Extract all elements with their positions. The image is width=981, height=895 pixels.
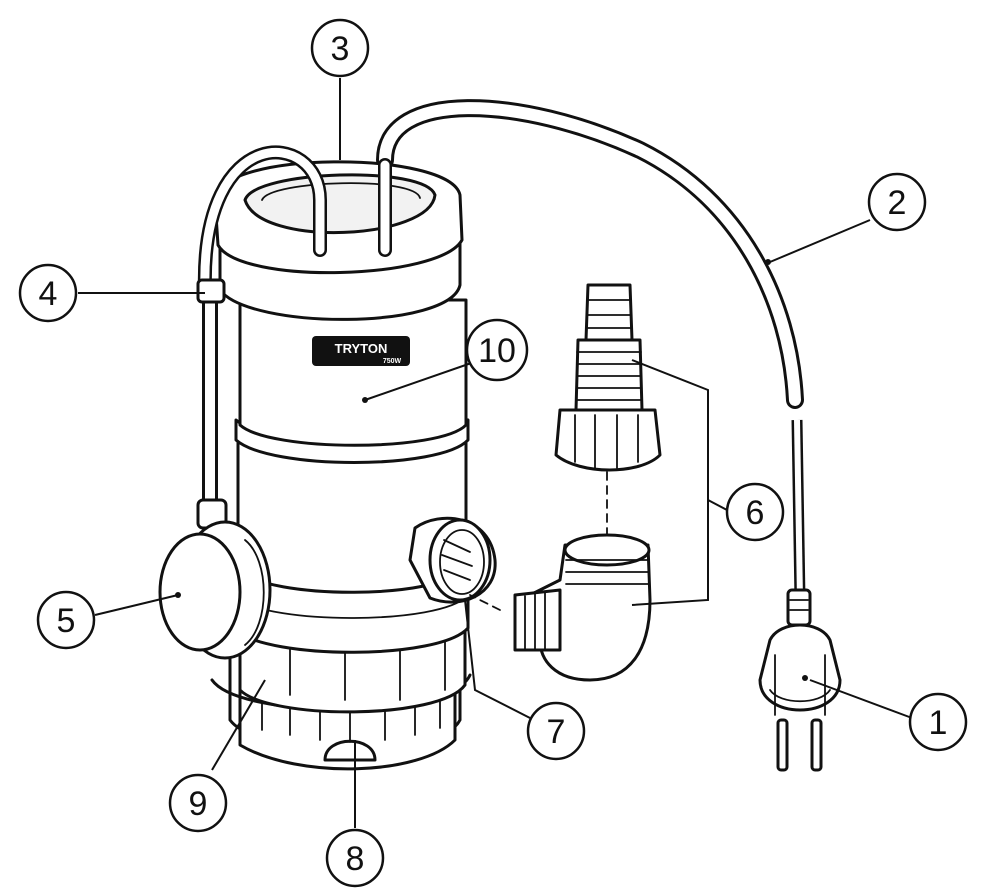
leader-6 [707, 499, 728, 511]
leader-1 [809, 679, 913, 719]
plug [758, 588, 842, 772]
leader-5 [94, 594, 179, 616]
svg-text:2: 2 [888, 184, 907, 222]
svg-text:8: 8 [346, 840, 365, 878]
callout-9: 9 [168, 773, 228, 833]
svg-text:10: 10 [478, 332, 516, 370]
callout-5: 5 [36, 590, 96, 650]
callout-10: 10 [465, 318, 529, 382]
callout-3: 3 [310, 18, 370, 78]
pump-body [158, 145, 497, 771]
svg-text:3: 3 [331, 30, 350, 68]
callout-2: 2 [867, 172, 927, 232]
brand-rating: 750W [383, 358, 402, 365]
callout-1: 1 [908, 692, 968, 752]
svg-text:4: 4 [39, 275, 58, 313]
callout-8: 8 [325, 828, 385, 888]
leader-7 [464, 599, 531, 719]
leader-lines [78, 78, 913, 828]
svg-text:1: 1 [929, 704, 948, 742]
leader-2 [769, 219, 871, 263]
hose-adapter [469, 283, 709, 682]
svg-text:9: 9 [189, 785, 208, 823]
svg-text:7: 7 [547, 713, 566, 751]
callout-7: 7 [526, 701, 586, 761]
power-cord [376, 99, 806, 601]
brand-plate: TRYTON 750W [312, 336, 410, 366]
svg-text:5: 5 [57, 602, 76, 640]
svg-text:6: 6 [746, 494, 765, 532]
brand-logo: TRYTON [335, 341, 388, 356]
callout-6: 6 [725, 482, 785, 542]
callout-4: 4 [18, 263, 78, 323]
leader-10 [364, 359, 481, 401]
leader-9 [211, 679, 266, 771]
